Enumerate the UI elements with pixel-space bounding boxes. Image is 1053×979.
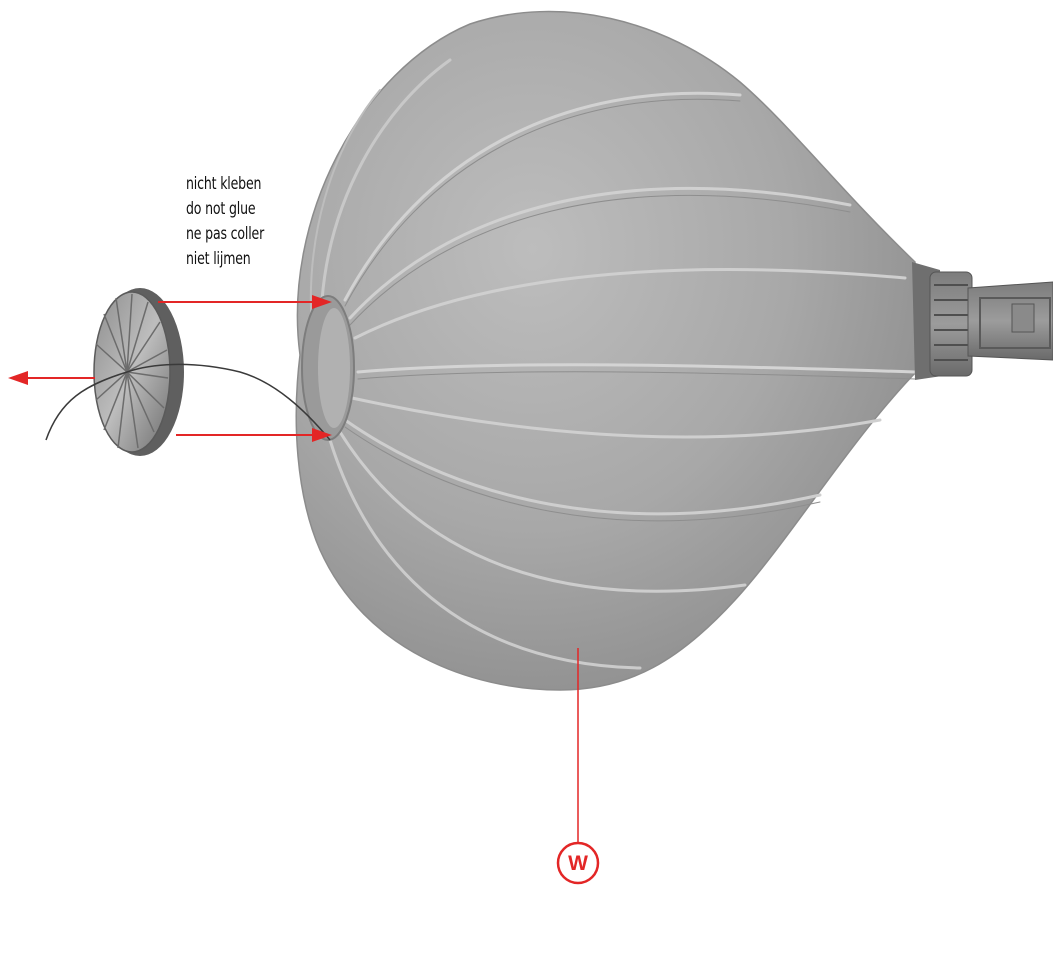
part-label-marker: W — [558, 843, 598, 883]
lamp-shade — [296, 12, 918, 690]
end-cap — [94, 288, 184, 456]
pull-out-arrow — [8, 371, 95, 385]
note-german: nicht kleben — [186, 172, 309, 197]
note-french: ne pas coller — [186, 222, 309, 247]
cord — [46, 364, 330, 440]
part-label: W — [568, 852, 588, 875]
lamp-socket — [912, 262, 1053, 380]
no-glue-note: nicht kleben do not glue ne pas coller n… — [186, 172, 336, 272]
note-dutch: niet lijmen — [186, 247, 309, 272]
note-english: do not glue — [186, 197, 309, 222]
